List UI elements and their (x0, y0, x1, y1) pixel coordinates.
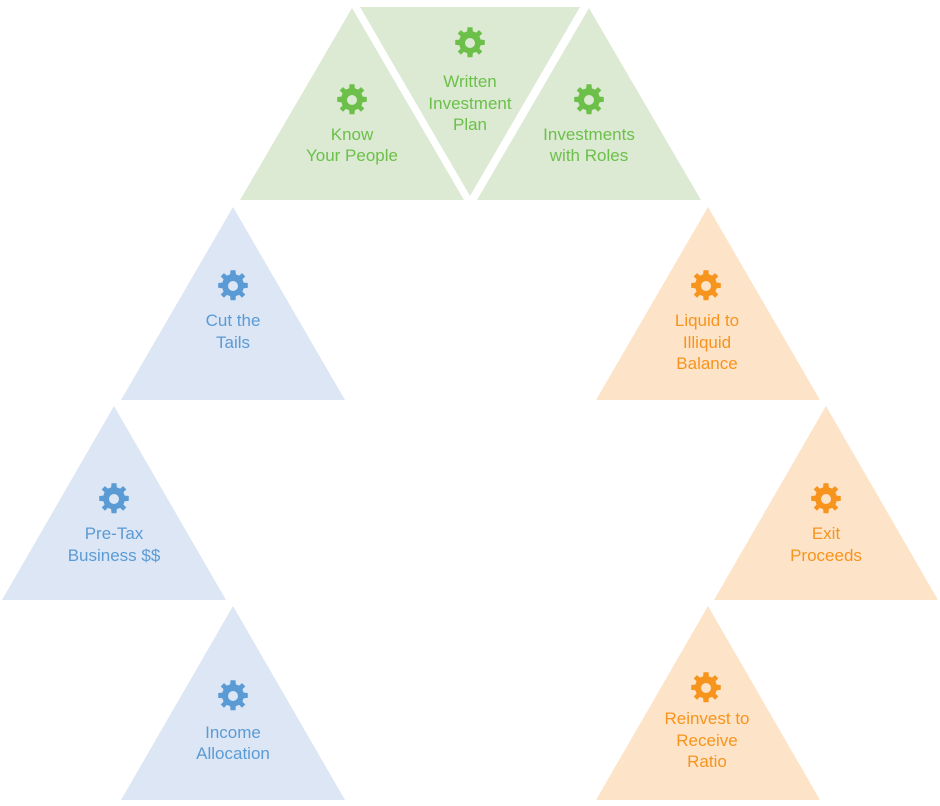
triangle-written-investment-plan: Written Investment Plan (360, 7, 580, 196)
triangle-investments-with-roles: Investments with Roles (477, 8, 701, 200)
triangle-income-allocation: Income Allocation (121, 606, 345, 800)
label-line-2: Your People (306, 146, 398, 165)
gear-icon (337, 84, 367, 115)
label-line-1: Know (331, 125, 374, 144)
gear-icon (811, 483, 841, 514)
label-line-2: Business $$ (68, 546, 161, 565)
label-line-3: Plan (453, 115, 487, 134)
label-line-2: Illiquid (683, 333, 731, 352)
triangle-exit-proceeds: Exit Proceeds (714, 406, 938, 600)
gear-icon (574, 84, 604, 115)
triangle-shape (360, 7, 580, 196)
gear-icon (218, 680, 248, 711)
label-line-1: Reinvest to (664, 709, 749, 728)
label-line-1: Exit (812, 524, 841, 543)
label-line-2: Investment (428, 94, 511, 113)
triangle-pre-tax-business: Pre-Tax Business $$ (2, 406, 226, 600)
gear-icon (455, 27, 485, 58)
label-line-2: Allocation (196, 744, 270, 763)
label-line-1: Liquid to (675, 311, 739, 330)
label-line-1: Cut the (206, 311, 261, 330)
triangle-reinvest-ratio: Reinvest to Receive Ratio (596, 606, 820, 800)
label-line-1: Written (443, 72, 497, 91)
triangle-shape (121, 207, 345, 400)
gear-icon (218, 270, 248, 301)
label-line-1: Investments (543, 125, 635, 144)
triangle-shape (596, 606, 820, 800)
triangle-know-your-people: Know Your People (240, 8, 464, 200)
label-line-3: Balance (676, 354, 737, 373)
label-line-1: Pre-Tax (85, 524, 144, 543)
triangle-liquid-to-illiquid: Liquid to Illiquid Balance (596, 207, 820, 400)
label-line-2: Proceeds (790, 546, 862, 565)
label-line-3: Ratio (687, 752, 727, 771)
triangle-cut-the-tails: Cut the Tails (121, 207, 345, 400)
gear-icon (99, 483, 129, 514)
label-line-2: Tails (216, 333, 250, 352)
gear-icon (691, 270, 721, 301)
label-line-2: with Roles (549, 146, 628, 165)
gear-icon (691, 672, 721, 703)
label-line-2: Receive (676, 731, 737, 750)
triangle-shape (596, 207, 820, 400)
label-line-1: Income (205, 723, 261, 742)
